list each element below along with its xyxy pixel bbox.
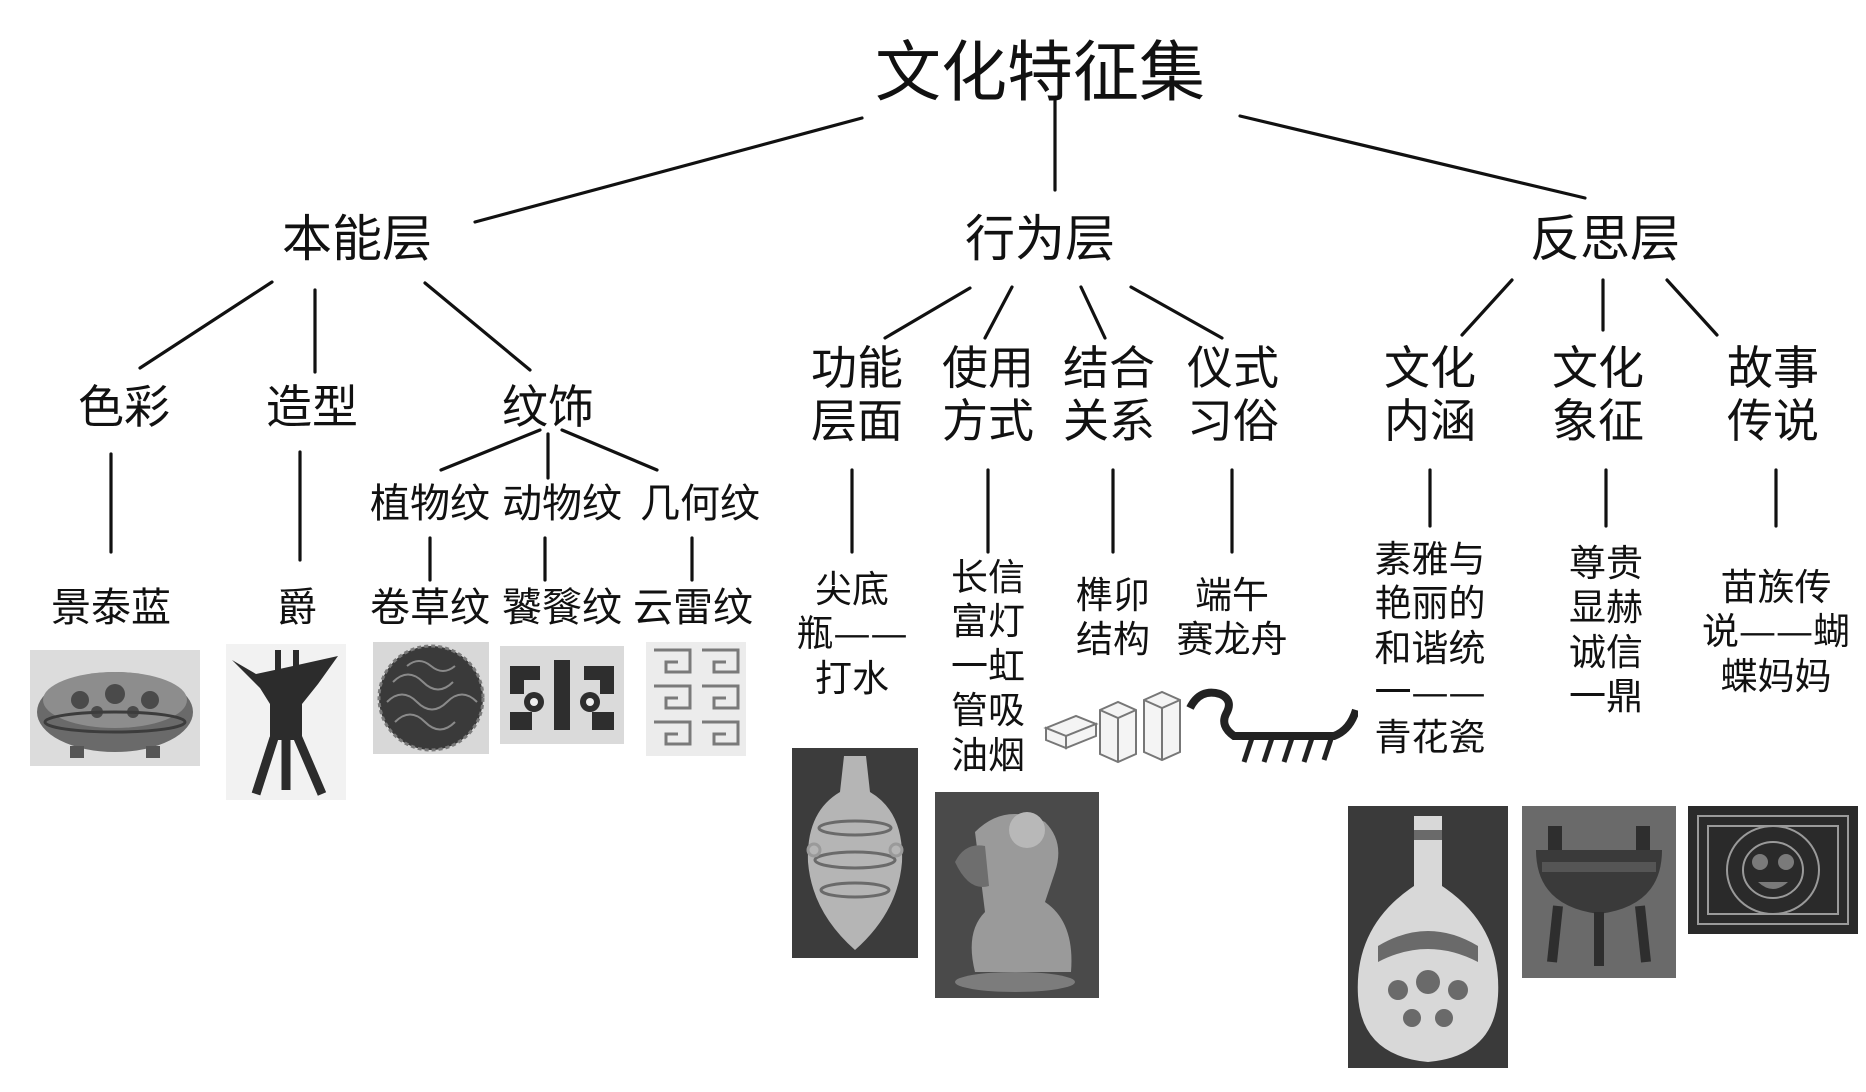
dragon-boat-image: [1182, 678, 1358, 774]
scroll-grass-pattern-image: [373, 642, 489, 754]
connector-root-reflection: [1238, 114, 1587, 200]
connector-behavior-function: [883, 286, 972, 340]
ritual-example: 端午 赛龙舟: [1176, 574, 1288, 662]
connector-behavior-ritual: [1129, 285, 1224, 340]
symbol-label-line-2: 象征: [1552, 394, 1644, 449]
plant-pattern-example: 卷草纹: [370, 585, 490, 631]
taotie-pattern-image: [500, 646, 624, 744]
usage-example: 长信 富灯 一虹 管吸 油烟: [951, 556, 1025, 777]
plant-pattern-node: 植物纹: [370, 481, 490, 527]
story-label-line-2: 传说: [1727, 394, 1819, 449]
connector-behavior-joint: [1079, 285, 1107, 340]
function-example: 尖底 瓶—— 打水: [796, 568, 908, 700]
mortise-tenon-image: [1040, 686, 1184, 768]
function-label-line-2: 层面: [811, 394, 903, 449]
joint-example: 榫卯 结构: [1076, 574, 1150, 662]
joint-label-line-1: 结合: [1063, 341, 1155, 395]
ritual-node: 仪式 习俗: [1187, 341, 1279, 449]
animal-pattern-example: 饕餮纹: [502, 585, 622, 631]
connector-behavior-usage: [983, 285, 1014, 340]
usage-node: 使用 方式: [942, 341, 1034, 449]
connector-ornament-geometric: [560, 428, 659, 472]
animal-pattern-node: 动物纹: [502, 481, 622, 527]
connector-root-instinct: [473, 116, 864, 224]
root-node: 文化特征集: [875, 34, 1205, 111]
symbol-node: 文化 象征: [1552, 341, 1644, 449]
connotation-node: 文化 内涵: [1384, 341, 1476, 449]
jue-vessel-image: [226, 644, 346, 800]
story-label-line-1: 故事: [1727, 341, 1819, 395]
miao-embroidery-image: [1688, 806, 1858, 934]
geometric-pattern-example: 云雷纹: [633, 585, 753, 631]
connector-ornament-plant: [439, 428, 542, 472]
symbol-example: 尊贵 显赫 诚信 一鼎: [1569, 542, 1643, 719]
geometric-pattern-node: 几何纹: [640, 481, 760, 527]
usage-label-line-2: 方式: [942, 394, 1034, 449]
cloud-thunder-pattern-image: [646, 642, 746, 756]
connector-instinct-ornament: [423, 281, 532, 372]
shape-node: 造型: [266, 380, 358, 434]
connector-reflection-connotation: [1460, 278, 1514, 337]
cloisonne-box-image: [30, 650, 200, 766]
reflection-layer: 反思层: [1530, 210, 1680, 268]
pointed-bottle-image: [792, 748, 918, 958]
connector-instinct-color: [138, 280, 274, 370]
ritual-label-line-2: 习俗: [1187, 394, 1279, 449]
bronze-ding-image: [1522, 806, 1676, 978]
function-label-line-1: 功能: [811, 341, 903, 395]
joint-label-line-2: 关系: [1063, 394, 1155, 449]
connector-reflection-story: [1665, 278, 1719, 337]
symbol-label-line-1: 文化: [1552, 341, 1644, 395]
changxin-lamp-image: [935, 792, 1099, 998]
behavior-layer: 行为层: [965, 210, 1115, 268]
usage-label-line-1: 使用: [942, 341, 1034, 395]
porcelain-vase-image: [1348, 806, 1508, 1068]
connotation-label-line-1: 文化: [1384, 341, 1476, 395]
function-node: 功能 层面: [811, 341, 903, 449]
joint-node: 结合 关系: [1063, 341, 1155, 449]
color-node: 色彩: [78, 380, 170, 434]
ornament-node: 纹饰: [502, 380, 594, 434]
story-example: 苗族传 说——蝴 蝶妈妈: [1702, 566, 1850, 698]
connotation-example: 素雅与 艳丽的 和谐统 一—— 青花瓷: [1374, 538, 1486, 759]
ritual-label-line-1: 仪式: [1187, 341, 1279, 395]
instinct-layer: 本能层: [282, 210, 432, 268]
connotation-label-line-2: 内涵: [1384, 394, 1476, 449]
color-example: 景泰蓝: [51, 585, 171, 631]
shape-example: 爵: [277, 585, 317, 631]
story-node: 故事 传说: [1727, 341, 1819, 449]
